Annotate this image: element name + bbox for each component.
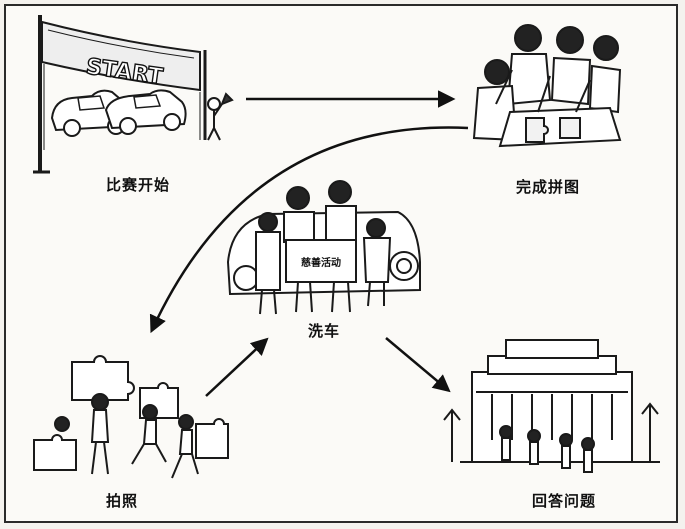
arrow-puzzle-to-photo	[149, 126, 469, 334]
label-photo: 拍照	[106, 492, 139, 510]
arrow-photo-to-carwash	[205, 337, 269, 397]
quiz-illustration	[443, 339, 660, 473]
label-quiz: 回答问题	[532, 492, 597, 510]
race-start-illustration	[33, 15, 234, 174]
car-wash-illustration	[226, 180, 421, 315]
label-puzzle: 完成拼图	[516, 178, 581, 196]
label-car-wash: 洗车	[308, 322, 341, 340]
puzzle-illustration	[472, 24, 622, 148]
flow-arrows	[149, 90, 469, 397]
arrow-carwash-to-quiz	[385, 337, 451, 393]
photo-illustration	[33, 355, 229, 479]
charity-sign-text: 慈善活动	[301, 256, 341, 269]
label-race-start: 比赛开始	[106, 176, 171, 194]
